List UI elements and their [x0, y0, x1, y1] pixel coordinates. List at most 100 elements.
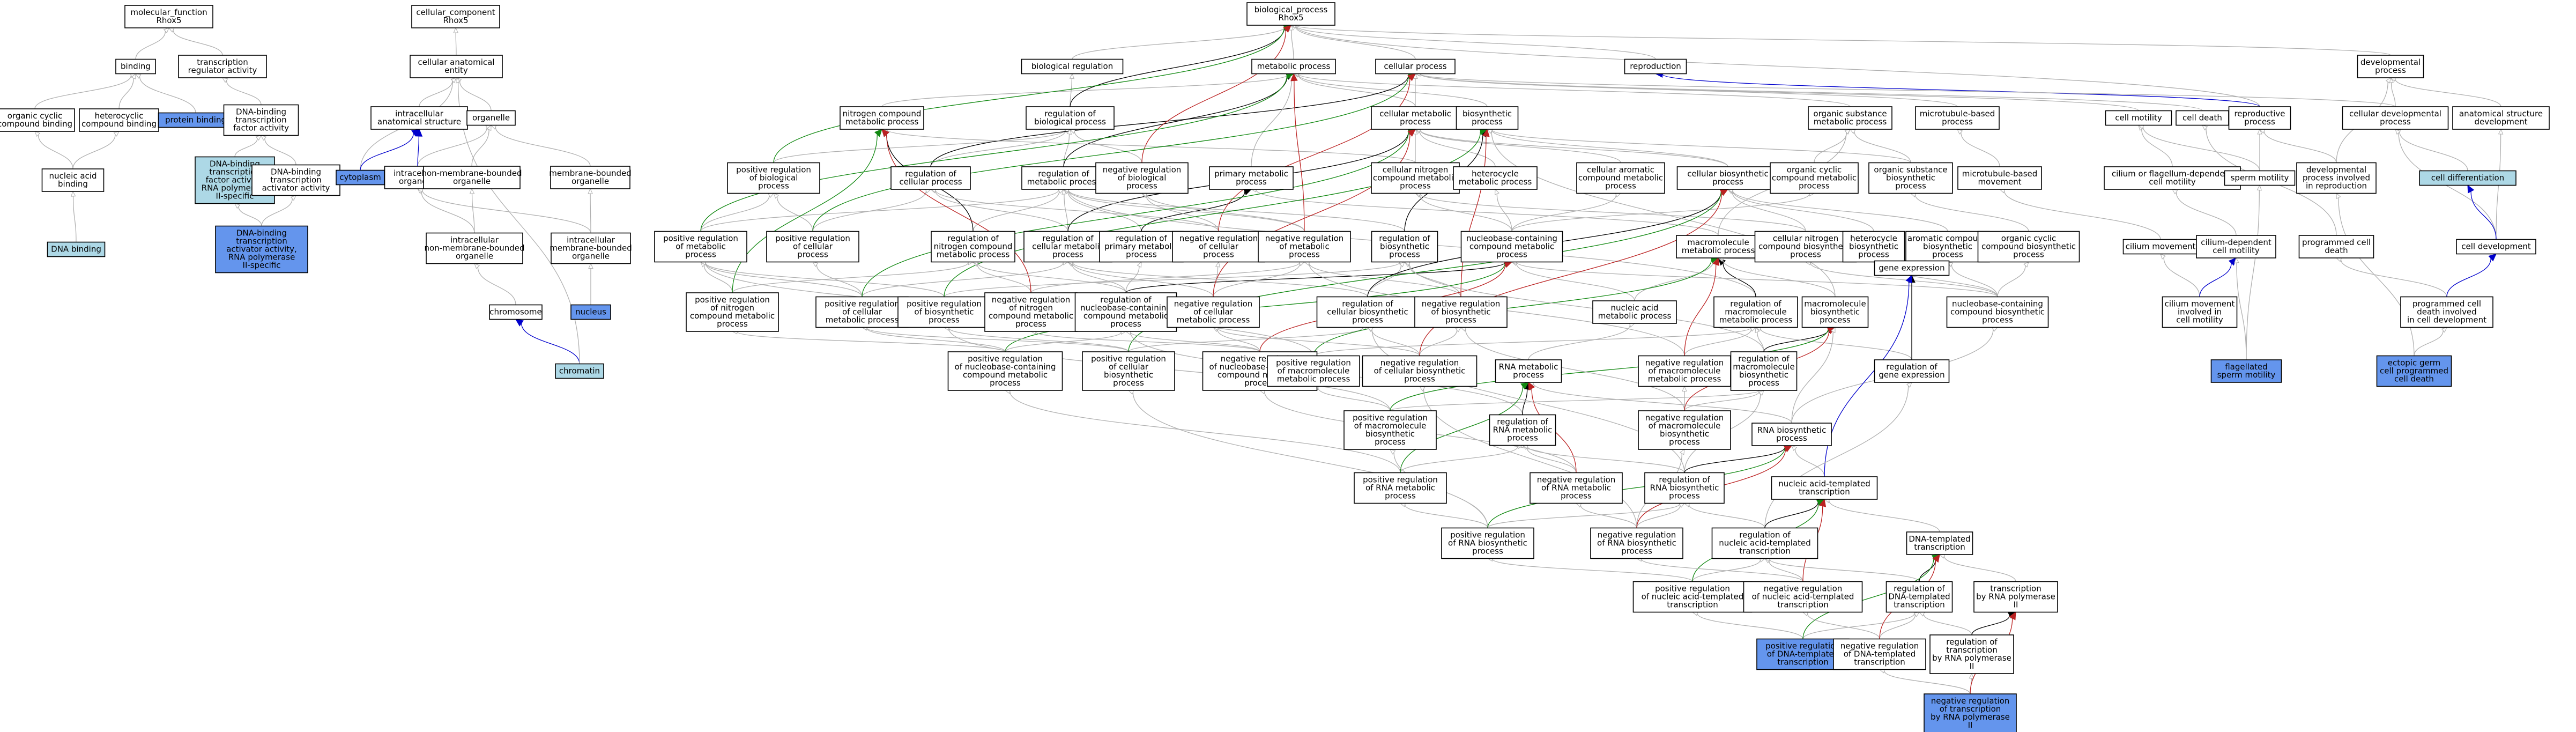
go-term-label: biological regulation	[1031, 62, 1113, 71]
edge-arrowhead	[113, 131, 120, 137]
go-term-box	[47, 241, 106, 257]
go-term-label: metabolic process	[1277, 374, 1350, 384]
relation-edge-is-a	[973, 189, 1065, 232]
go-term-label: DNA-binding	[210, 159, 260, 169]
edge-line	[1491, 129, 1911, 164]
go-term-label: of macromolecule	[1649, 366, 1721, 376]
go-term-node-cell-death: cell death	[2176, 110, 2229, 126]
relation-edge-is-a	[1390, 388, 1765, 411]
go-term-node-chromosome: chromosome	[489, 304, 543, 320]
go-term-box	[1973, 581, 2058, 613]
go-term-label: negative regulation	[1380, 358, 1459, 368]
edge-line	[471, 193, 475, 233]
edge-line	[1400, 386, 1524, 473]
edge-line	[930, 75, 1409, 167]
edge-line	[934, 190, 1068, 232]
go-term-label: biosynthetic	[1463, 109, 1512, 119]
edge-line	[1256, 189, 1719, 236]
relation-edge-is-a	[1684, 327, 1757, 356]
edge-line	[1419, 330, 1458, 356]
edge-arrowhead	[1137, 261, 1142, 268]
go-term-box	[1957, 166, 2042, 190]
edge-arrowhead	[2256, 184, 2262, 191]
go-term-label: negative regulation	[1931, 696, 2010, 706]
edge-line	[1146, 194, 1305, 232]
relation-edge-is-a	[1125, 261, 1142, 293]
go-term-label: cilium movement	[2126, 242, 2196, 252]
go-term-label: sperm motility	[2231, 173, 2289, 183]
go-term-box	[1021, 58, 1124, 75]
go-term-node-dna-binding: DNA binding	[47, 241, 106, 257]
go-term-box	[686, 292, 779, 332]
go-term-label: cell motility	[2149, 177, 2196, 187]
go-term-box	[0, 108, 75, 132]
go-term-box	[2298, 235, 2374, 258]
go-term-label: transcription	[235, 115, 286, 125]
go-term-label: positive regulation	[736, 165, 811, 175]
edge-arrowhead	[1495, 188, 1499, 195]
edge-line	[1420, 73, 2396, 107]
go-term-label: development	[2475, 117, 2528, 127]
edge-arrowhead	[1290, 73, 1298, 82]
relation-edge-is-a	[773, 127, 1071, 163]
edge-line	[1662, 73, 2260, 107]
go-term-node-regulation-of-nucleobase-containing-compound-metabolic-process: regulation ofnucleobase-containingcompou…	[1074, 292, 1177, 332]
relation-edge-positively-regulates	[812, 72, 1416, 232]
go-term-label: II	[1970, 661, 1974, 671]
go-term-box	[1730, 351, 1798, 391]
edge-line	[139, 76, 196, 113]
edge-line	[1491, 130, 1728, 167]
go-term-label: intracellular	[567, 235, 615, 245]
go-term-label: DNA-templated	[1909, 534, 1970, 544]
edge-line	[1420, 73, 2203, 112]
go-term-label: gene expression	[1879, 263, 1944, 273]
go-term-label: by RNA polymerase	[1931, 712, 2010, 722]
edge-line	[1814, 132, 1847, 163]
edge-line	[732, 134, 878, 293]
edge-line	[118, 78, 134, 109]
edge-line	[703, 265, 733, 293]
relation-edge-is-a	[1061, 188, 1068, 232]
go-term-label: of biosynthetic	[1431, 307, 1490, 317]
edge-line	[1072, 264, 1126, 293]
go-term-label: regulation of	[1497, 417, 1548, 427]
go-term-label: biosynthetic	[1380, 242, 1429, 252]
edge-line	[1251, 78, 1292, 167]
go-term-label: of macromolecule	[1278, 366, 1350, 376]
go-term-label: Rhox5	[1278, 13, 1303, 23]
go-term-label: metabolic process	[1177, 315, 1250, 325]
edge-arrowhead	[1830, 327, 1836, 334]
edge-line	[977, 264, 1031, 293]
edge-line	[173, 29, 223, 56]
go-term-label: of biosynthetic	[914, 307, 974, 317]
go-term-node-cell-differentiation: cell differentiation	[2419, 170, 2516, 186]
edge-arrowhead	[1061, 188, 1067, 195]
go-term-box	[551, 232, 631, 264]
go-term-label: biological_process	[1254, 5, 1328, 15]
edge-line	[1460, 136, 1487, 297]
relation-edge-is-a	[1939, 553, 2016, 582]
relation-edge-is-a	[2160, 253, 2200, 297]
go-term-label: process	[1400, 117, 1431, 127]
go-term-box	[1868, 162, 1953, 194]
go-term-label: process	[1895, 181, 1926, 191]
edge-line	[1419, 195, 1512, 232]
edge-arrowhead	[2498, 128, 2504, 135]
go-term-label: negative regulation	[1645, 413, 1724, 423]
go-term-label: organic cyclic	[1787, 165, 1842, 175]
go-term-label: process	[797, 250, 828, 260]
edge-line	[1732, 190, 1948, 232]
edge-arrowhead	[1455, 327, 1462, 332]
relation-edge-part-of	[2446, 253, 2497, 297]
edge-arrowhead	[1407, 129, 1416, 137]
relation-edge-positively-regulates	[732, 129, 882, 293]
